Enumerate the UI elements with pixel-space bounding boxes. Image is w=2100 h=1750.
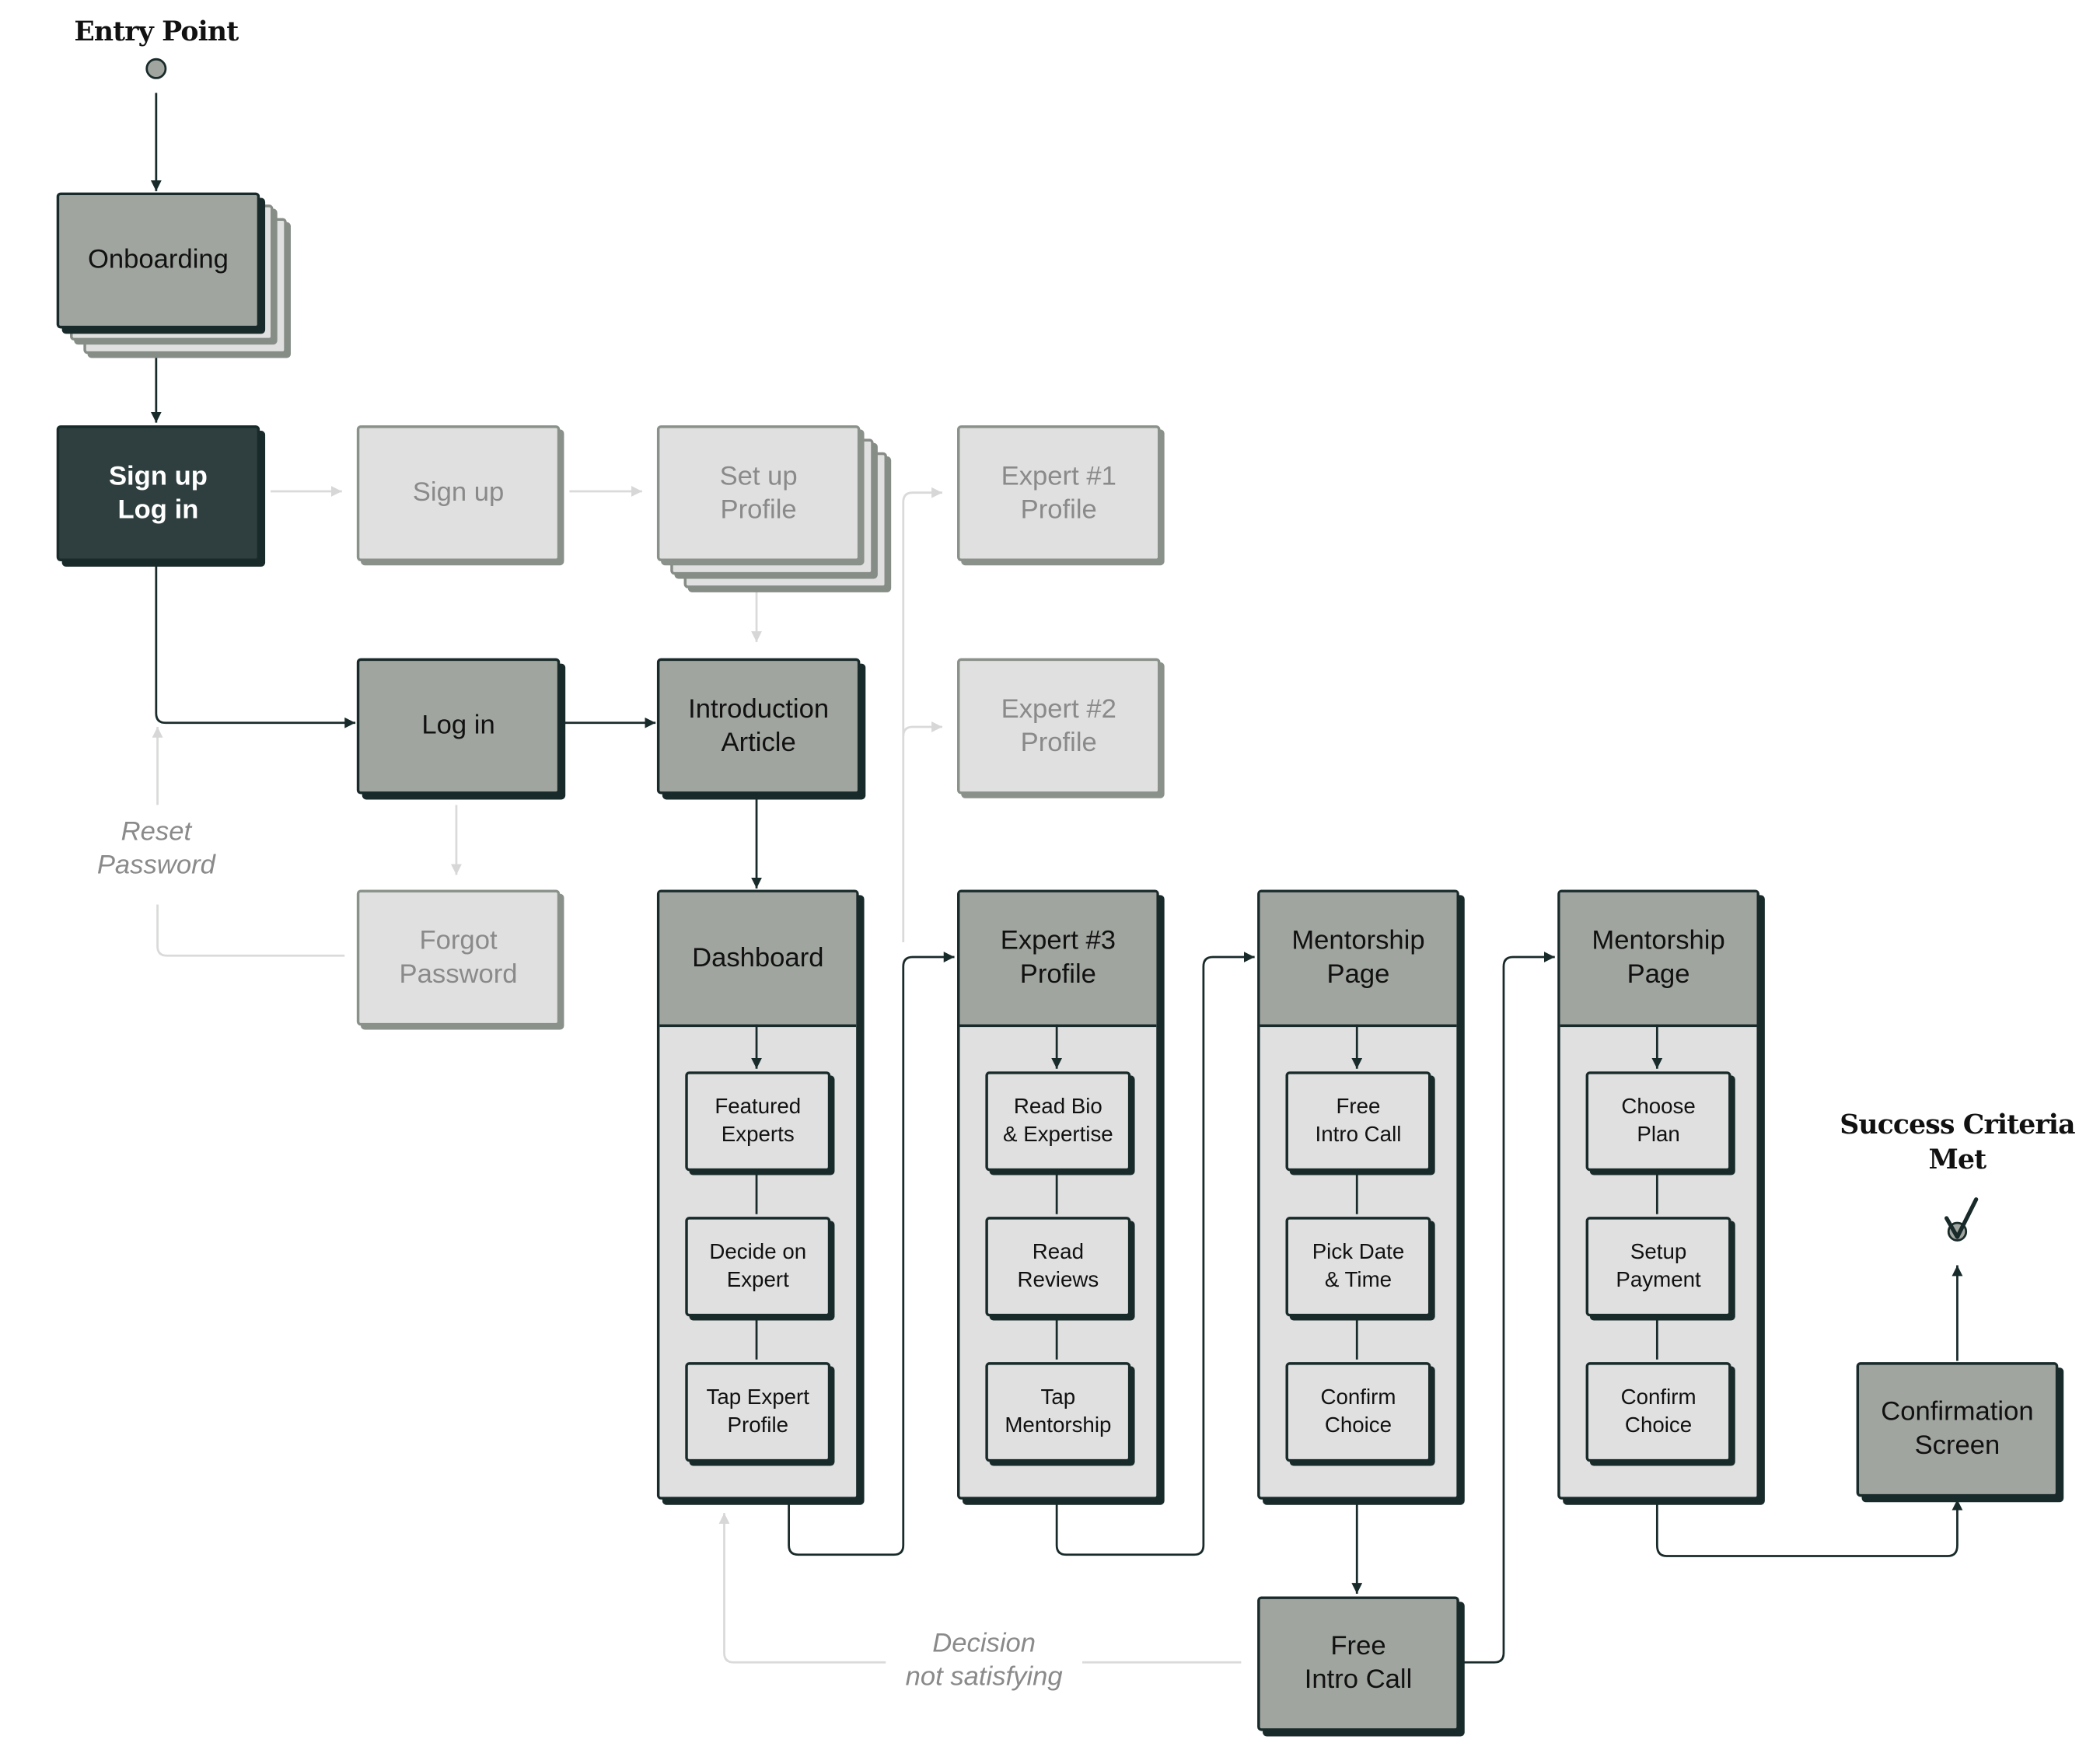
column-step[interactable]: Confirm Choice	[1585, 1362, 1731, 1462]
confirmation-screen-node[interactable]: Confirmation Screen	[1856, 1362, 2059, 1497]
edge-decision-faded	[718, 1513, 1242, 1664]
column-step[interactable]: Decide on Expert	[685, 1217, 831, 1317]
reset-password-note: Reset Password	[80, 816, 232, 883]
column-step[interactable]: Pick Date & Time	[1285, 1217, 1431, 1317]
column-title[interactable]: Mentorship Page	[1260, 892, 1457, 1028]
column-step[interactable]: Read Bio & Expertise	[985, 1071, 1131, 1172]
onboarding-node[interactable]: Onboarding	[56, 192, 260, 329]
signup-login-node[interactable]: Sign up Log in	[56, 425, 260, 561]
column-step[interactable]: Featured Experts	[685, 1071, 831, 1172]
expert1-profile-node[interactable]: Expert #1 Profile	[957, 425, 1161, 561]
column-step[interactable]: Setup Payment	[1585, 1217, 1731, 1317]
column-step[interactable]: Read Reviews	[985, 1217, 1131, 1317]
success-criteria-label: Success Criteria Met	[1840, 1107, 2075, 1175]
checkmark-icon	[1945, 1197, 1979, 1242]
entry-point-dot	[145, 58, 167, 79]
edge-dashboard-expert3	[788, 952, 955, 1556]
column-step[interactable]: Tap Mentorship	[985, 1362, 1131, 1462]
forgot-password-node[interactable]: Forgot Password	[356, 889, 561, 1026]
edge-expert1-faded	[902, 487, 942, 942]
column-title[interactable]: Expert #3 Profile	[959, 892, 1157, 1028]
setup-profile-node[interactable]: Set up Profile	[656, 425, 861, 561]
edge-reset-password-faded	[156, 904, 345, 957]
edge-mentorship2-confirmation	[1655, 1499, 1963, 1557]
edge-expert2-faded	[902, 721, 942, 737]
entry-point-label: Entry Point	[74, 15, 239, 47]
edge-signup-login	[155, 562, 356, 728]
mentorship-page-2-column: Mentorship Page Choose Plan Setup Paymen…	[1557, 889, 1759, 1500]
edge-expert3-mentorship	[1055, 952, 1255, 1556]
column-title[interactable]: Mentorship Page	[1560, 892, 1757, 1028]
expert3-profile-column: Expert #3 Profile Read Bio & Expertise R…	[957, 889, 1159, 1500]
intro-article-node[interactable]: Introduction Article	[656, 658, 861, 795]
signup-node[interactable]: Sign up	[356, 425, 561, 561]
mentorship-page-column: Mentorship Page Free Intro Call Pick Dat…	[1257, 889, 1459, 1500]
column-step[interactable]: Free Intro Call	[1285, 1071, 1431, 1172]
dashboard-column: Dashboard Featured Experts Decide on Exp…	[656, 889, 859, 1500]
free-intro-call-node[interactable]: Free Intro Call	[1257, 1596, 1459, 1731]
login-node[interactable]: Log in	[356, 658, 561, 795]
column-step[interactable]: Confirm Choice	[1285, 1362, 1431, 1462]
expert2-profile-node[interactable]: Expert #2 Profile	[957, 658, 1161, 795]
column-title[interactable]: Dashboard	[659, 892, 857, 1028]
column-step[interactable]: Tap Expert Profile	[685, 1362, 831, 1462]
edge-freecall-mentorship2	[1460, 952, 1555, 1664]
decision-not-satisfying-note: Decision not satisfying	[886, 1627, 1083, 1695]
column-step[interactable]: Choose Plan	[1585, 1071, 1731, 1172]
